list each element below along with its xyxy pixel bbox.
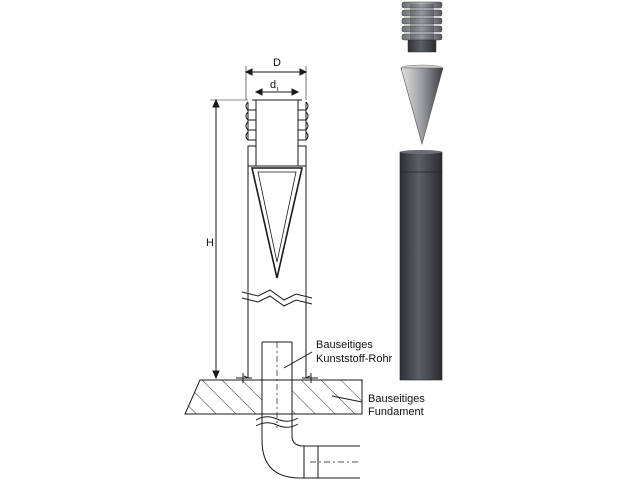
drawing-section xyxy=(184,66,363,479)
annotation-foundation-line2: Fundament xyxy=(368,406,424,418)
plastic-pipe xyxy=(255,341,299,428)
label-di-subscript: i xyxy=(277,86,279,93)
foundation xyxy=(184,379,363,415)
exploded-view xyxy=(399,1,444,381)
leader-foundation xyxy=(331,395,363,403)
post-outline xyxy=(236,163,318,383)
post-tube xyxy=(399,150,443,381)
annotation-pipe-line1: Bauseitiges xyxy=(316,339,373,351)
label-di: d xyxy=(270,79,276,91)
dimension-h xyxy=(210,98,248,380)
annotation-pipe-line2: Kunststoff-Rohr xyxy=(316,353,393,365)
dimension-di xyxy=(254,88,300,96)
pipe-elbow xyxy=(261,428,360,479)
label-d: D xyxy=(273,57,281,69)
annotation-foundation-line1: Bauseitiges xyxy=(368,393,425,405)
cone-spike xyxy=(400,64,444,146)
dimension-d xyxy=(244,66,308,100)
finned-cap xyxy=(401,1,443,53)
spike-cone xyxy=(250,167,304,279)
post-cap xyxy=(245,99,309,167)
label-h: H xyxy=(206,237,214,249)
leader-pipe xyxy=(283,351,313,369)
